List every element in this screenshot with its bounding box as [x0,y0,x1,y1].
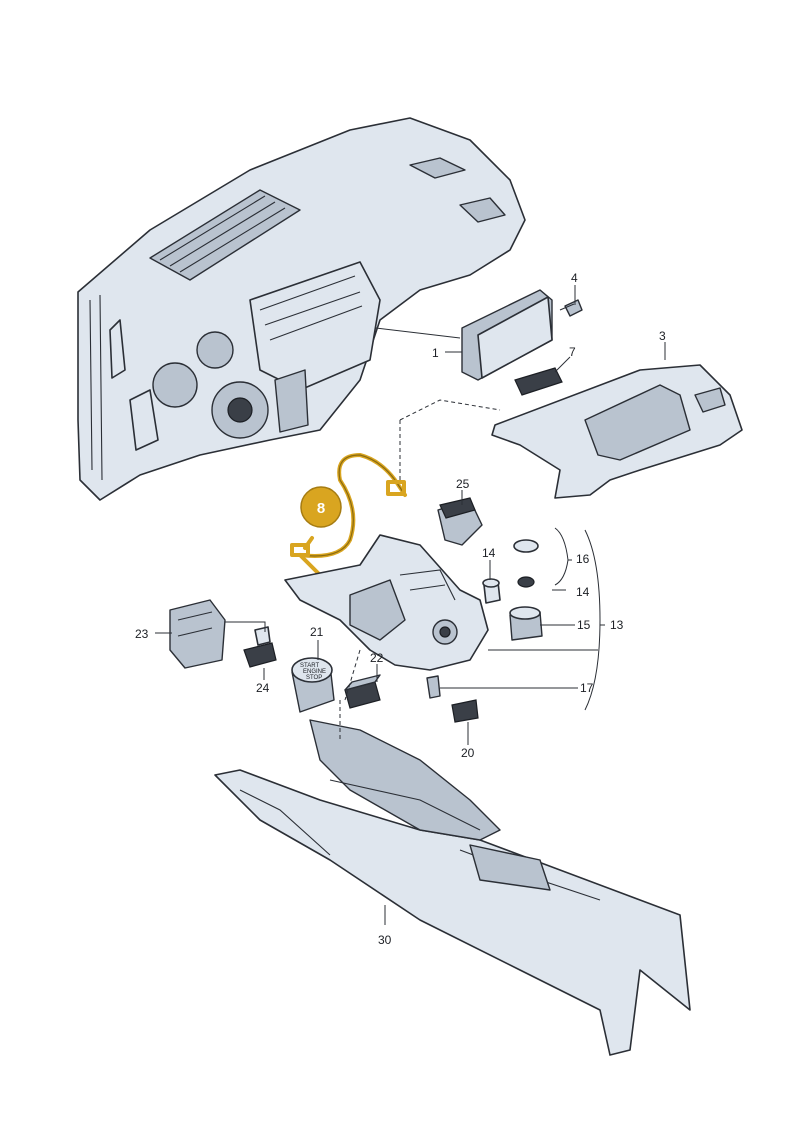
switch-block-part-23 [169,599,226,669]
callout-16: 16 [576,552,590,566]
center-console-part-30 [214,719,691,1056]
callout-24: 24 [256,681,270,695]
connector-part-20 [451,699,479,723]
callout-20: 20 [461,746,475,760]
callout-15: 15 [577,618,591,632]
button-text-line1: START [300,663,319,669]
callout-14-upper: 14 [482,546,496,560]
callout-30: 30 [378,933,392,947]
leader-lines [155,285,666,925]
callout-4: 4 [571,271,578,285]
trim-bezel-part-3 [491,364,743,499]
callout-22: 22 [370,651,384,665]
console-trim-panel [284,534,489,671]
badge-label-8: 8 [317,500,325,517]
button-text-line2: ENGINE [303,669,326,675]
callout-1: 1 [432,346,439,360]
switch-part-25 [437,497,483,546]
callout-14-lower: 14 [576,585,590,599]
start-stop-button-part-21: START ENGINE STOP [291,657,335,713]
connector-part-24 [243,626,277,668]
callout-21: 21 [310,625,324,639]
switch-part-22 [344,674,381,709]
callout-7: 7 [569,345,576,359]
dashboard-assembly [77,117,526,501]
callout-labels: 1 3 4 7 13 14 14 15 16 17 20 21 22 23 24… [135,271,666,947]
callout-25: 25 [456,477,470,491]
module-part-7 [514,367,563,396]
knobs-parts-14-15-16 [482,539,543,641]
callout-13: 13 [610,618,624,632]
button-text-line3: STOP [306,675,322,681]
cable-harness-part-8 [290,453,407,577]
screw-part-4 [559,299,583,317]
part-8-highlight-badge[interactable]: 8 [300,486,342,528]
clip-part-17 [426,675,441,699]
callout-23: 23 [135,627,149,641]
callout-17: 17 [580,681,594,695]
display-unit-part-1 [461,289,553,381]
callout-3: 3 [659,329,666,343]
